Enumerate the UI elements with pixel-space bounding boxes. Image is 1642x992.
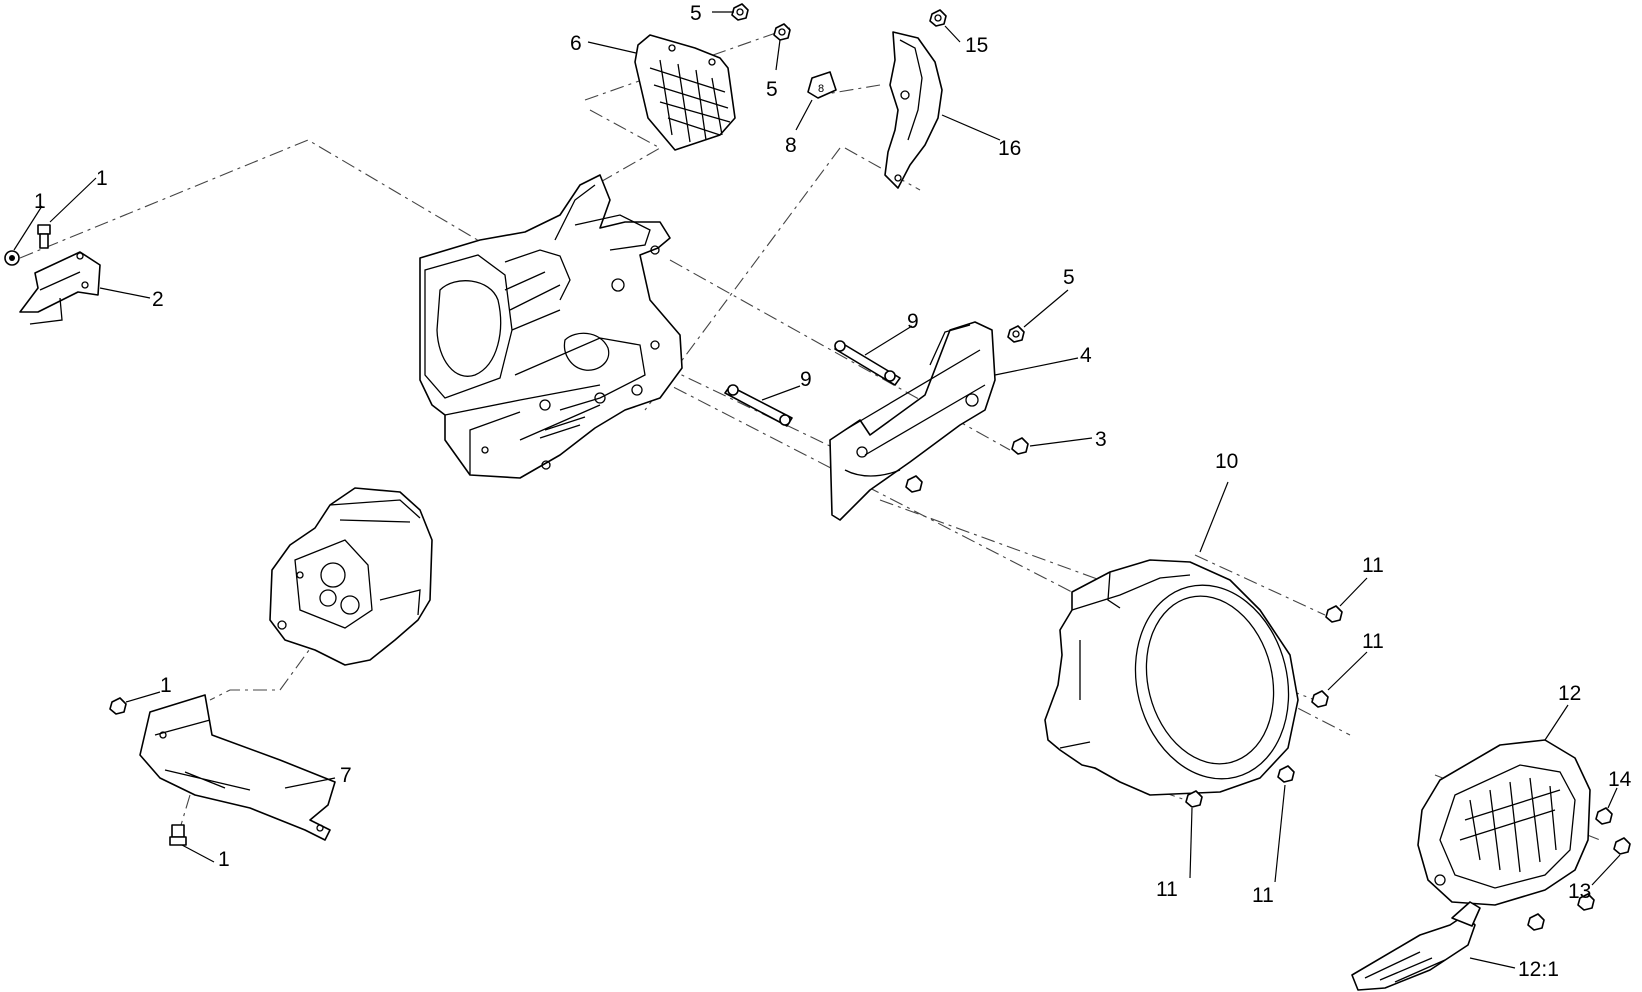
bolt-part-11b — [1311, 690, 1329, 708]
callout-1a: 1 — [34, 190, 46, 213]
callout-12-1: 12:1 — [1518, 958, 1559, 981]
callout-15: 15 — [965, 34, 988, 57]
engine-block — [419, 174, 683, 479]
callout-5c: 5 — [1063, 266, 1075, 289]
callout-11c: 11 — [1252, 884, 1274, 907]
shield-part-16 — [884, 31, 943, 189]
callout-11a: 11 — [1362, 554, 1384, 577]
bolt-part-1d — [169, 824, 187, 846]
callout-1c: 1 — [160, 674, 172, 697]
bolt-near-bracket — [905, 475, 923, 493]
bolt-part-11c — [1277, 765, 1295, 783]
bolt-part-5a — [731, 3, 749, 21]
callout-14: 14 — [1608, 768, 1632, 791]
callout-7: 7 — [340, 764, 352, 787]
washer-part-14 — [1595, 807, 1613, 825]
assembly-lines — [19, 27, 1601, 871]
callout-16: 16 — [998, 137, 1021, 160]
shield-part-6 — [634, 34, 736, 151]
recoil-starter-part-12 — [1417, 739, 1591, 906]
bolt-part-11a — [1325, 605, 1343, 623]
callout-11d: 11 — [1156, 878, 1178, 901]
shield-part-7 — [139, 694, 336, 841]
callout-9b: 9 — [800, 368, 812, 391]
callout-10: 10 — [1215, 450, 1238, 473]
callout-5b: 5 — [766, 78, 778, 101]
callout-2: 2 — [152, 288, 164, 311]
callout-6: 6 — [570, 32, 582, 55]
callout-9a: 9 — [907, 310, 919, 333]
bolt-part-1a — [4, 250, 20, 266]
bolt-part-5b — [773, 23, 791, 41]
callouts: 5 6 5 15 8 16 1 1 2 5 9 4 9 3 10 11 11 1… — [34, 2, 1632, 981]
starter-handle-part-12-1 — [1351, 901, 1481, 991]
bolt-part-15 — [929, 9, 947, 27]
callout-5a: 5 — [690, 2, 702, 25]
bolt-part-1b — [37, 224, 51, 249]
callout-13: 13 — [1568, 880, 1591, 903]
callout-1d: 1 — [218, 848, 230, 871]
bracket-part-2 — [19, 251, 101, 325]
callout-1b: 1 — [96, 167, 108, 190]
callout-12: 12 — [1558, 682, 1581, 705]
cylinder-head — [269, 487, 433, 666]
callout-11b: 11 — [1362, 630, 1384, 653]
bolt-part-1c — [109, 697, 127, 715]
bracket-part-4 — [829, 321, 996, 521]
blower-housing-part-10 — [1044, 559, 1299, 796]
nut-part-8: 8 — [807, 71, 837, 99]
bolt-part-5c — [1007, 325, 1025, 343]
stud-part-9b — [724, 384, 793, 427]
bolt-part-13 — [1527, 837, 1631, 931]
stud-part-9a — [834, 340, 901, 386]
nut-part-3 — [1011, 437, 1029, 455]
callout-4: 4 — [1080, 344, 1092, 367]
callout-8: 8 — [785, 134, 797, 157]
svg-text:8: 8 — [818, 83, 824, 95]
leader-lines — [13, 11, 1621, 969]
bolt-part-11d — [1185, 790, 1203, 808]
callout-3: 3 — [1095, 428, 1107, 451]
